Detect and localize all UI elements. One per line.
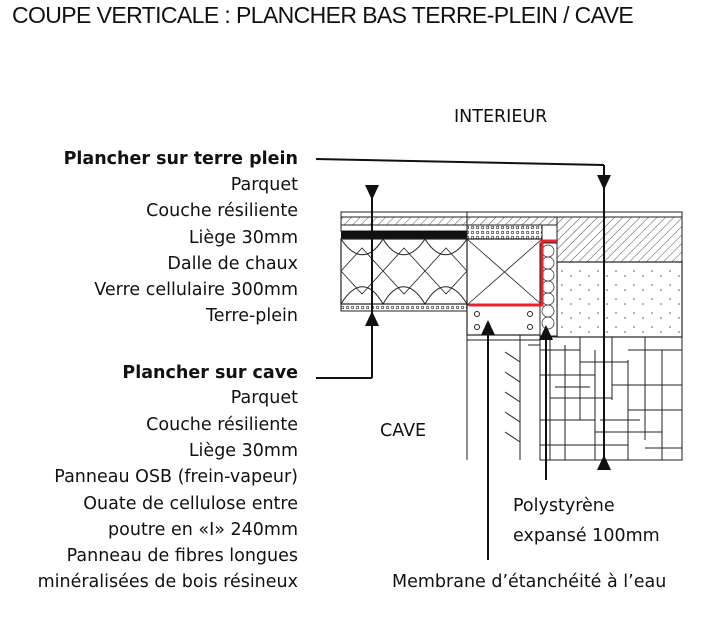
terre-plein-layer: Parquet: [230, 175, 298, 195]
cave-floor-layer: Panneau OSB (frein-vapeur): [54, 467, 298, 487]
terre-plein-floor: [340, 211, 470, 312]
terre-plein-layer: Terre-plein: [206, 306, 298, 326]
cave-floor-heading: Plancher sur cave: [122, 363, 298, 383]
leader-lines: [315, 158, 611, 560]
terre-plein-layer: Liège 30mm: [188, 228, 298, 248]
polystyrene-label: Polystyrène: [513, 496, 615, 516]
page-title: COUPE VERTICALE : PLANCHER BAS TERRE-PLE…: [12, 2, 634, 28]
zone-interieur-label: INTERIEUR: [454, 107, 548, 127]
cave-floor-layer: Liège 30mm: [188, 441, 298, 461]
terre-plein-layer: Couche résiliente: [146, 201, 298, 221]
terre-plein-layer: Dalle de chaux: [167, 254, 298, 274]
cave-floor: [466, 211, 683, 336]
membrane-label: Membrane d’étanchéité à l’eau: [392, 572, 667, 592]
cave-wall: [466, 335, 540, 460]
polystyrene-thickness-label: expansé 100mm: [513, 526, 660, 546]
terre-plein-layer: Verre cellulaire 300mm: [94, 280, 298, 300]
waterproof-membrane: [469, 239, 557, 307]
masonry-wall: [539, 336, 683, 461]
terre-plein-heading: Plancher sur terre plein: [63, 149, 298, 169]
cave-floor-layer: poutre en «I» 240mm: [108, 520, 298, 540]
cave-floor-layer: Couche résiliente: [146, 415, 298, 435]
cave-floor-layer: Ouate de cellulose entre: [83, 494, 298, 514]
zone-cave-label: CAVE: [380, 421, 427, 441]
cave-floor-layer: Parquet: [230, 388, 298, 408]
wall-head: [556, 216, 683, 338]
cave-floor-layer: Panneau de fibres longues: [66, 546, 298, 566]
cave-floor-layer: minéralisées de bois résineux: [37, 572, 298, 592]
